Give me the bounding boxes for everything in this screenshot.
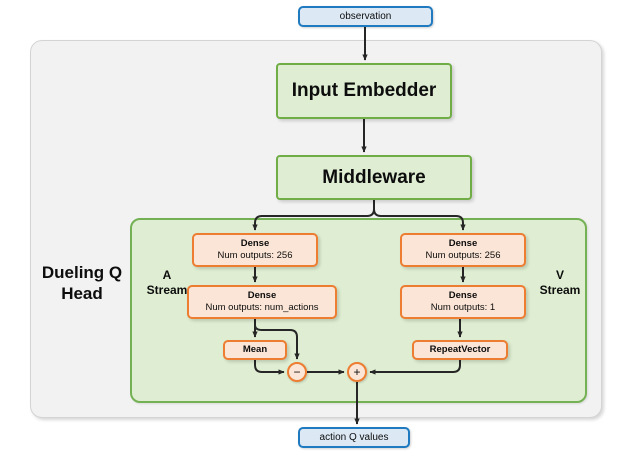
a-stream-dense-256-title: Dense <box>240 238 270 249</box>
v-stream-dense-256-subtitle: Num outputs: 256 <box>425 250 501 261</box>
a-stream-dense-num-actions-subtitle: Num outputs: num_actions <box>205 302 319 313</box>
v-stream-label: V Stream <box>532 268 588 298</box>
a-stream-dense-num-actions-title: Dense <box>247 290 277 301</box>
v-stream-dense-1[interactable]: Dense Num outputs: 1 <box>400 285 526 319</box>
a-stream-dense-256-subtitle: Num outputs: 256 <box>217 250 293 261</box>
dueling-q-head-label-line1: Dueling Q <box>41 263 123 282</box>
v-stream-label-line2: Stream <box>539 283 581 297</box>
a-stream-dense-num-actions[interactable]: Dense Num outputs: num_actions <box>187 285 337 319</box>
dueling-q-head-label: Dueling Q Head <box>34 262 130 304</box>
a-stream-label-line2: Stream <box>146 283 188 297</box>
v-stream-dense-1-subtitle: Num outputs: 1 <box>430 302 496 313</box>
io-node-observation[interactable]: observation <box>298 6 433 27</box>
input-embedder-label: Input Embedder <box>291 80 437 101</box>
block-input-embedder[interactable]: Input Embedder <box>276 63 452 119</box>
add-operator-icon[interactable]: + <box>347 362 367 382</box>
block-middleware[interactable]: Middleware <box>276 155 472 200</box>
a-stream-label: A Stream <box>140 268 194 298</box>
a-stream-dense-256[interactable]: Dense Num outputs: 256 <box>192 233 318 267</box>
a-stream-label-line1: A <box>162 268 172 282</box>
subtract-operator-glyph: − <box>293 365 301 379</box>
subtract-operator-icon[interactable]: − <box>287 362 307 382</box>
add-operator-glyph: + <box>353 365 361 379</box>
action-q-values-label: action Q values <box>319 432 389 443</box>
v-stream-label-line1: V <box>555 268 564 282</box>
v-stream-dense-256-title: Dense <box>448 238 478 249</box>
a-stream-mean-label: Mean <box>242 344 268 355</box>
observation-label: observation <box>339 11 392 22</box>
v-stream-repeatvector-block[interactable]: RepeatVector <box>412 340 508 360</box>
v-stream-repeatvector-label: RepeatVector <box>429 344 491 355</box>
dueling-q-head-label-line2: Head <box>61 284 103 303</box>
middleware-label: Middleware <box>322 166 426 188</box>
v-stream-dense-256[interactable]: Dense Num outputs: 256 <box>400 233 526 267</box>
a-stream-mean-block[interactable]: Mean <box>223 340 287 360</box>
io-node-action-q-values[interactable]: action Q values <box>298 427 410 448</box>
v-stream-dense-1-title: Dense <box>448 290 478 301</box>
